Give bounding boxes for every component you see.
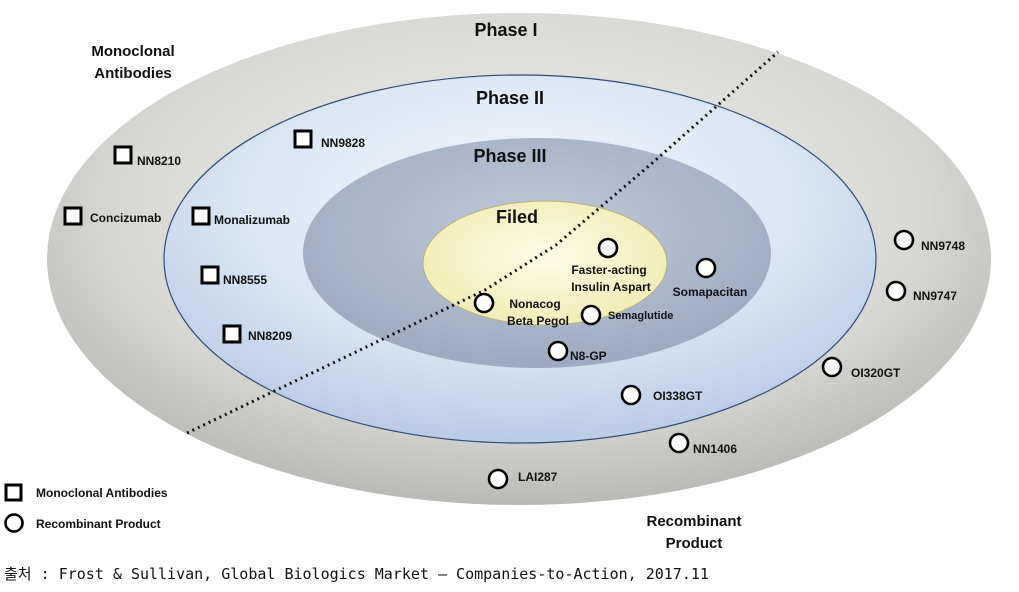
item-nn8209: NN8209 bbox=[222, 324, 292, 344]
item-oi338gt: OI338GT bbox=[620, 384, 703, 406]
item-faster-acting-insulin-aspart: Faster-acting Insulin Aspart bbox=[571, 237, 651, 294]
circle-marker bbox=[821, 356, 843, 378]
monoclonal-category-line1: Monoclonal bbox=[91, 43, 174, 60]
item-label: OI338GT bbox=[653, 389, 703, 403]
circle-marker bbox=[885, 280, 907, 302]
circle-marker bbox=[547, 340, 569, 362]
item-label-line2: Beta Pegol bbox=[507, 314, 569, 328]
item-label-line1: Faster-acting bbox=[571, 263, 646, 277]
item-oi320gt: OI320GT bbox=[821, 356, 901, 380]
item-nn1406: NN1406 bbox=[668, 432, 737, 456]
item-somapacitan: Somapacitan bbox=[673, 257, 748, 299]
item-monalizumab: Monalizumab bbox=[191, 206, 290, 227]
legend-circle-icon bbox=[4, 513, 24, 533]
legend-monoclonal-label: Monoclonal Antibodies bbox=[36, 486, 168, 500]
phase3-label: Phase III bbox=[473, 146, 546, 166]
circle-marker bbox=[668, 432, 690, 454]
item-label: NN1406 bbox=[693, 442, 737, 456]
item-nonacog-beta-pegol: Nonacog Beta Pegol bbox=[473, 292, 569, 328]
monoclonal-category-line2: Antibodies bbox=[94, 65, 172, 82]
item-label: NN8210 bbox=[137, 154, 181, 168]
item-label: NN8209 bbox=[248, 329, 292, 343]
item-label: NN9748 bbox=[921, 239, 965, 253]
item-nn9747: NN9747 bbox=[885, 280, 957, 303]
phase1-label: Phase I bbox=[474, 20, 537, 40]
item-nn8555: NN8555 bbox=[200, 265, 267, 287]
square-marker bbox=[113, 145, 133, 165]
circle-marker bbox=[580, 304, 602, 326]
item-nn8210: NN8210 bbox=[113, 145, 181, 168]
divider-line bbox=[186, 50, 779, 435]
recombinant-category-line2: Product bbox=[666, 535, 723, 552]
square-marker bbox=[63, 206, 83, 226]
item-label: Semaglutide bbox=[608, 310, 673, 322]
legend-recombinant-label: Recombinant Product bbox=[36, 517, 161, 531]
recombinant-category-line1: Recombinant bbox=[646, 513, 741, 530]
item-nn9748: NN9748 bbox=[893, 229, 965, 253]
item-n8-gp: N8-GP bbox=[547, 340, 607, 363]
circle-marker bbox=[473, 292, 495, 314]
item-semaglutide: Semaglutide bbox=[580, 304, 673, 326]
item-label: N8-GP bbox=[570, 349, 607, 363]
circle-marker bbox=[620, 384, 642, 406]
item-nn9828: NN9828 bbox=[293, 129, 365, 150]
legend: Monoclonal Antibodies Recombinant Produc… bbox=[4, 483, 168, 533]
circle-marker bbox=[597, 237, 619, 259]
phase2-label: Phase II bbox=[476, 88, 544, 108]
item-label: NN9747 bbox=[913, 289, 957, 303]
legend-square-icon bbox=[4, 483, 23, 502]
item-label: Somapacitan bbox=[673, 285, 748, 299]
square-marker bbox=[200, 265, 220, 285]
filed-label: Filed bbox=[496, 207, 538, 227]
source-citation: 출처 : Frost & Sullivan, Global Biologics … bbox=[4, 565, 709, 583]
circle-marker bbox=[487, 468, 509, 490]
square-marker bbox=[293, 129, 313, 149]
item-label: Concizumab bbox=[90, 211, 161, 225]
square-marker bbox=[222, 324, 242, 344]
item-label: NN9828 bbox=[321, 136, 365, 150]
item-concizumab: Concizumab bbox=[63, 206, 161, 226]
item-label-line2: Insulin Aspart bbox=[571, 280, 651, 294]
item-label: LAI287 bbox=[518, 470, 558, 484]
item-lai287: LAI287 bbox=[487, 468, 558, 490]
circle-marker bbox=[695, 257, 717, 279]
item-label: NN8555 bbox=[223, 273, 267, 287]
item-label: OI320GT bbox=[851, 366, 901, 380]
square-marker bbox=[191, 206, 211, 226]
item-label-line1: Nonacog bbox=[509, 297, 560, 311]
circle-marker bbox=[893, 229, 915, 251]
item-label: Monalizumab bbox=[214, 213, 290, 227]
